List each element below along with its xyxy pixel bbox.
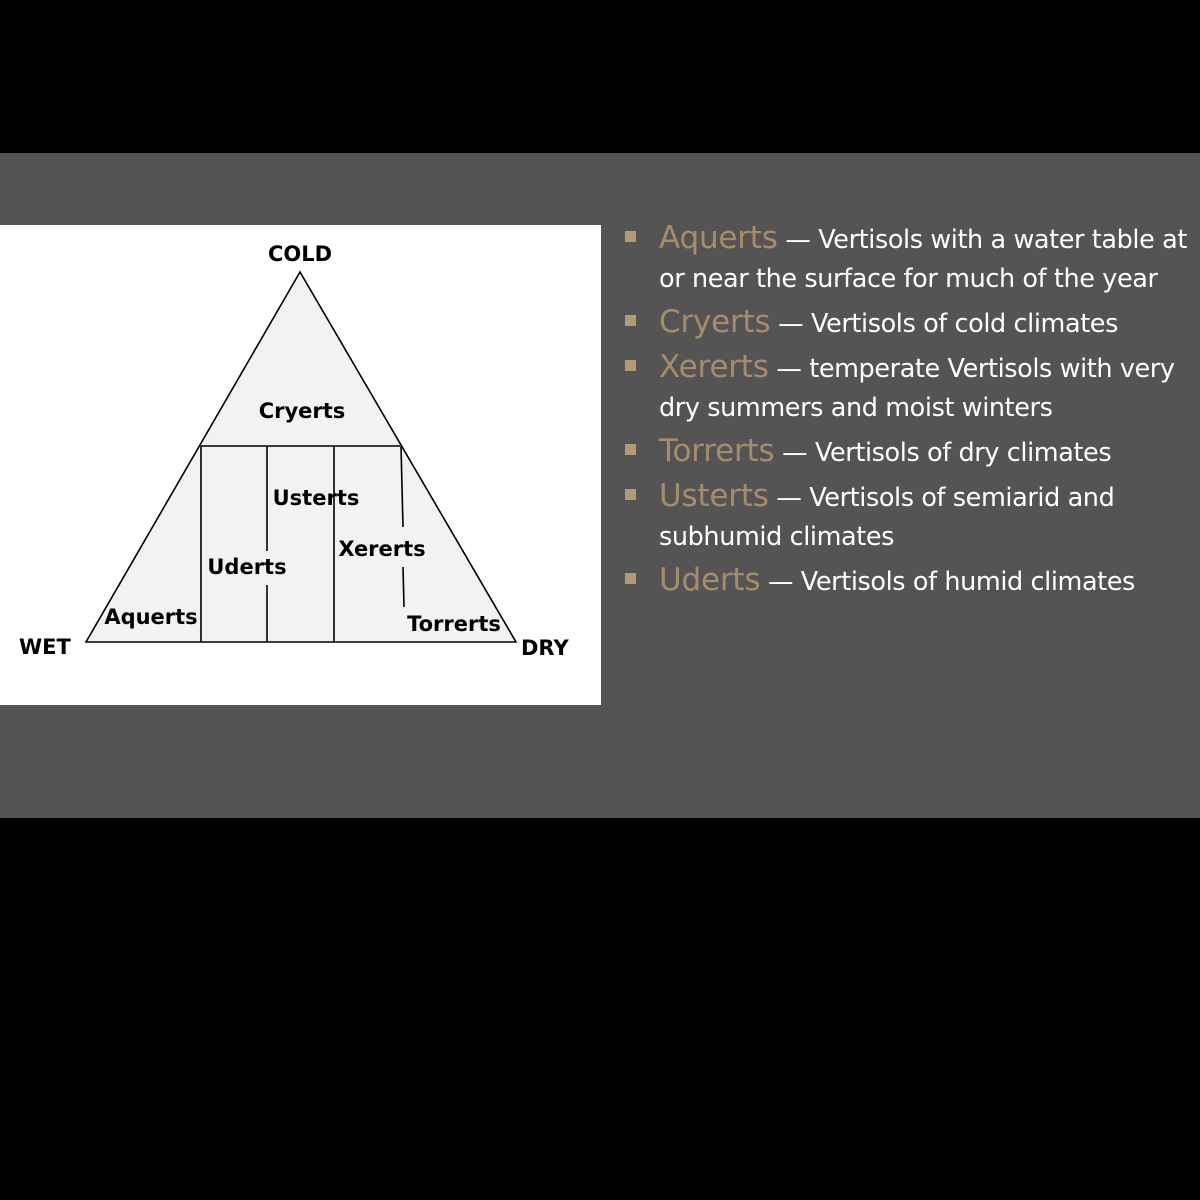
list-item: Cryerts — Vertisols of cold climates	[622, 303, 1192, 344]
axis-label-dry: DRY	[521, 636, 569, 660]
list-item-term: Usterts	[659, 478, 769, 514]
order-definitions-list: Aquerts — Vertisols with a water table a…	[622, 219, 1192, 606]
square-bullet-icon	[625, 444, 636, 455]
slide-panel: COLD WET DRY Cryerts Usterts Uderts Xere…	[0, 153, 1200, 818]
list-item-term: Cryerts	[659, 304, 771, 340]
list-item: Usterts — Vertisols of semiarid and subh…	[622, 477, 1192, 557]
list-item-term: Xererts	[659, 349, 769, 385]
axis-label-wet: WET	[19, 635, 72, 659]
list-item-term: Aquerts	[659, 220, 778, 256]
square-bullet-icon	[625, 231, 636, 242]
list-item-term: Uderts	[659, 562, 761, 598]
square-bullet-icon	[625, 573, 636, 584]
triangle-outline	[84, 270, 518, 643]
list-item: Uderts — Vertisols of humid climates	[622, 561, 1192, 602]
region-label-torrerts: Torrerts	[407, 612, 501, 636]
list-item: Aquerts — Vertisols with a water table a…	[622, 219, 1192, 299]
region-label-usterts: Usterts	[273, 486, 360, 510]
list-item-description: — Vertisols of cold climates	[770, 309, 1118, 339]
axis-label-cold: COLD	[268, 242, 332, 266]
list-item-term: Torrerts	[659, 433, 775, 469]
list-item: Xererts — temperate Vertisols with very …	[622, 348, 1192, 428]
region-label-aquerts: Aquerts	[104, 605, 197, 629]
list-item-description: — Vertisols of dry climates	[774, 438, 1112, 468]
region-label-xererts: Xererts	[338, 537, 425, 561]
divider-xererts-torrerts-upper	[400, 445, 404, 528]
list-item-description: — Vertisols of semiarid and subhumid cli…	[659, 483, 1115, 552]
list-item-description: — Vertisols with a water table at or nea…	[659, 225, 1187, 294]
triangle-diagram-svg: COLD WET DRY Cryerts Usterts Uderts Xere…	[19, 242, 569, 660]
list-item-description: — temperate Vertisols with very dry summ…	[659, 354, 1175, 423]
divider-xererts-torrerts-lower	[402, 566, 405, 608]
list-item: Torrerts — Vertisols of dry climates	[622, 432, 1192, 473]
square-bullet-icon	[625, 489, 636, 500]
list-item-description: — Vertisols of humid climates	[760, 567, 1135, 597]
vertisols-climate-diagram: COLD WET DRY Cryerts Usterts Uderts Xere…	[0, 225, 601, 705]
region-label-uderts: Uderts	[207, 555, 286, 579]
region-label-cryerts: Cryerts	[259, 399, 346, 423]
square-bullet-icon	[625, 360, 636, 371]
square-bullet-icon	[625, 315, 636, 326]
